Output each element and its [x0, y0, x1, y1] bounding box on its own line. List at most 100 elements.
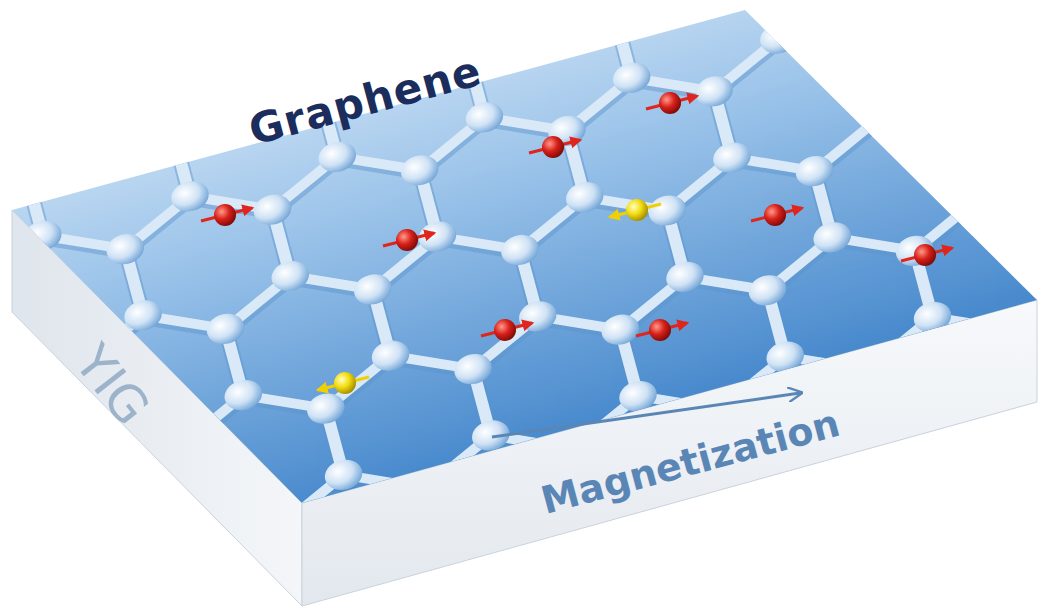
- carbon-atom: [109, 548, 153, 586]
- bond-shadow: [913, 519, 995, 572]
- bond-shadow: [0, 239, 52, 292]
- carbon-atom: [939, 112, 983, 150]
- bond-shadow: [532, 0, 614, 34]
- bond-shadow: [1016, 334, 1034, 400]
- bond-shadow: [880, 102, 962, 155]
- carbon-bond: [132, 567, 150, 608]
- carbon-bond: [0, 454, 31, 507]
- bond-shadow: [280, 531, 298, 597]
- bond-shadow: [839, 539, 921, 592]
- bond-shadow: [954, 82, 1036, 135]
- carbon-bond: [137, 0, 219, 31]
- bond-shadow: [50, 537, 132, 590]
- carbon-atom: [215, 58, 259, 96]
- carbon-bond: [196, 495, 278, 548]
- carbon-atom: [993, 311, 1037, 349]
- carbon-atom: [763, 337, 807, 375]
- carbon-bond: [839, 536, 921, 589]
- bond-shadow: [674, 532, 692, 598]
- carbon-bond: [0, 607, 2, 608]
- carbon-atom: [839, 33, 883, 71]
- carbon-atom: [315, 138, 359, 176]
- carbon-atom: [156, 429, 200, 467]
- bond-shadow: [1007, 281, 1049, 334]
- carbon-atom: [964, 497, 1008, 535]
- bond-shadow: [427, 491, 445, 557]
- bond-shadow: [692, 578, 774, 608]
- carbon-bond: [959, 397, 1041, 450]
- carbon-atom: [910, 298, 954, 336]
- carbon-bond: [962, 132, 980, 198]
- carbon-bond: [458, 0, 540, 51]
- bond-shadow: [962, 135, 980, 201]
- carbon-atom: [710, 138, 754, 176]
- spin-up-electron: [396, 229, 418, 251]
- bond-shadow: [822, 492, 840, 558]
- bond-shadow: [211, 0, 293, 14]
- carbon-atom: [1004, 60, 1048, 98]
- carbon-bond: [779, 19, 861, 72]
- carbon-bond: [22, 435, 104, 488]
- carbon-bond: [0, 136, 25, 189]
- carbon-atom: [257, 509, 301, 547]
- carbon-bond: [370, 555, 452, 608]
- carbon-bond: [618, 595, 700, 608]
- carbon-atom: [362, 18, 406, 56]
- carbon-atom: [197, 0, 241, 30]
- bond-shadow: [179, 451, 197, 517]
- spin-up-electron: [214, 204, 236, 226]
- carbon-atom: [121, 296, 165, 334]
- carbon-atom: [863, 417, 907, 455]
- carbon-bond: [605, 0, 687, 12]
- carbon-atom: [516, 297, 560, 335]
- bond-shadow: [869, 373, 887, 439]
- bond-shadow: [1001, 0, 1049, 15]
- bond-shadow: [0, 358, 6, 411]
- carbon-atom: [957, 179, 1001, 217]
- carbon-bond: [868, 370, 886, 436]
- carbon-atom: [645, 191, 689, 229]
- bond-shadow: [220, 14, 238, 80]
- bond-shadow: [1009, 15, 1027, 81]
- carbon-atom: [757, 19, 801, 57]
- carbon-atom: [509, 0, 553, 17]
- carbon-atom: [150, 111, 194, 149]
- spin-up-electron: [542, 136, 564, 158]
- bond-shadow: [132, 570, 150, 608]
- carbon-bond: [517, 515, 599, 568]
- carbon-atom: [68, 97, 112, 135]
- carbon-atom: [986, 0, 1030, 32]
- bond-shadow: [619, 598, 701, 608]
- carbon-bond: [31, 488, 49, 554]
- carbon-bond: [0, 17, 72, 70]
- carbon-bond: [1000, 0, 1049, 12]
- bond-shadow: [138, 0, 220, 34]
- carbon-atom: [563, 178, 607, 216]
- carbon-bond: [853, 0, 935, 52]
- carbon-atom: [115, 0, 159, 17]
- bond-shadow: [927, 0, 1009, 35]
- bond-shadow: [0, 557, 59, 608]
- carbon-bond: [821, 489, 839, 555]
- bond-shadow: [980, 181, 1049, 234]
- bond-shadow: [853, 2, 935, 55]
- spin-up-electron: [914, 244, 936, 266]
- carbon-bond: [366, 0, 384, 38]
- carbon-atom: [274, 575, 318, 608]
- carbon-atom: [50, 31, 94, 69]
- carbon-atom: [610, 59, 654, 97]
- bond-shadow: [1034, 380, 1049, 433]
- carbon-atom: [799, 470, 843, 508]
- bond-shadow: [124, 517, 206, 570]
- bond-shadow: [527, 571, 545, 608]
- carbon-bond: [0, 236, 52, 289]
- carbon-bond: [1015, 331, 1033, 397]
- carbon-atom: [398, 151, 442, 189]
- bond-shadow: [862, 55, 880, 121]
- carbon-atom: [250, 190, 294, 228]
- carbon-bond: [765, 555, 847, 608]
- carbon-bond: [16, 117, 98, 170]
- carbon-bond: [674, 529, 692, 595]
- carbon-bond: [297, 574, 379, 608]
